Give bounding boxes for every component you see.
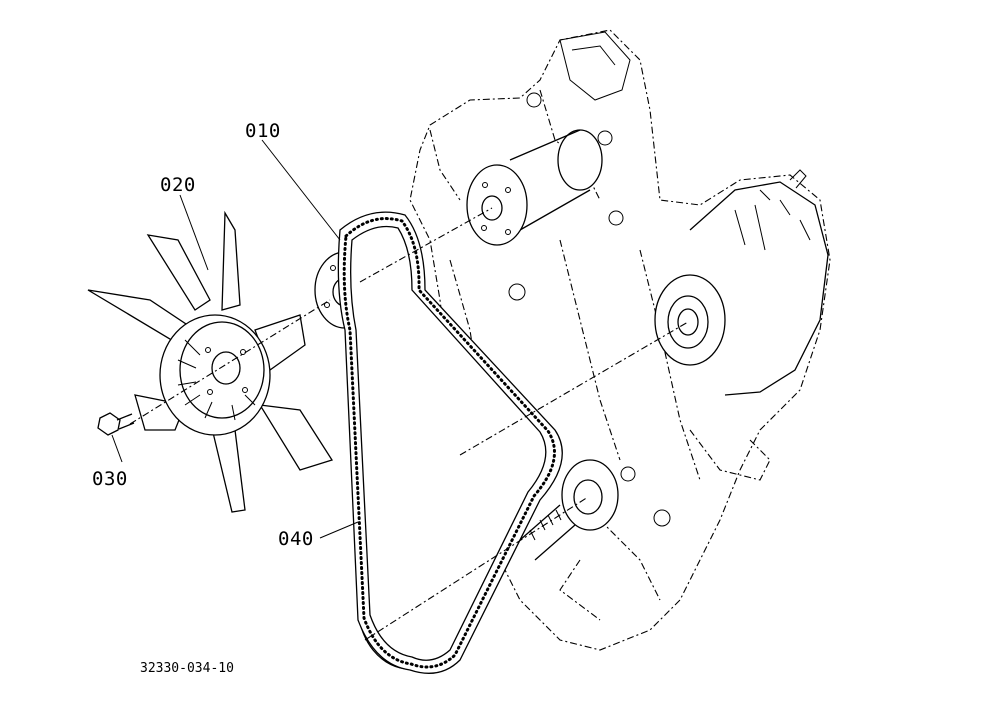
centerlines — [129, 207, 689, 641]
part-label-020: 020 — [160, 174, 196, 196]
crankshaft-snout — [519, 459, 619, 561]
alternator — [654, 169, 829, 396]
part-label-030: 030 — [92, 468, 128, 490]
water-pump-hub — [466, 129, 603, 246]
fan-bolt — [97, 412, 135, 436]
part-label-040: 040 — [278, 528, 314, 550]
part-label-010: 010 — [245, 120, 281, 142]
leader-lines — [111, 139, 359, 539]
drawing-number: 32330-034-10 — [140, 661, 234, 676]
cooling-fan — [87, 210, 334, 513]
v-belt — [337, 211, 563, 674]
